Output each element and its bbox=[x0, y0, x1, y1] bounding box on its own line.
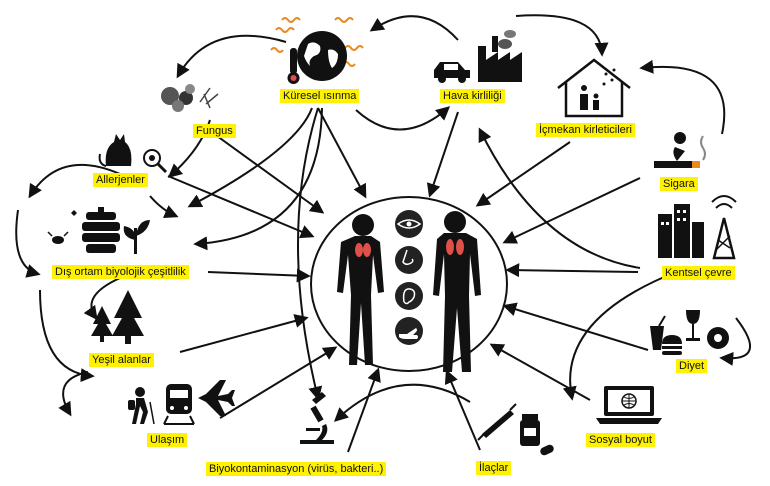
house-family-icon bbox=[557, 58, 631, 118]
label-biyokontaminasyon: Biyokontaminasyon (virüs, bakteri..) bbox=[206, 462, 387, 476]
label-diyet: Diyet bbox=[676, 359, 708, 373]
label-sigara: Sigara bbox=[660, 177, 698, 191]
trees-icon bbox=[91, 290, 144, 344]
pills-syringe-icon bbox=[477, 403, 554, 456]
food-icon bbox=[650, 310, 729, 355]
label-ulasim: Ulaşım bbox=[147, 433, 188, 447]
label-sosyal-boyut: Sosyal boyut bbox=[586, 433, 655, 447]
arrows-out bbox=[15, 14, 752, 422]
arrows-in bbox=[167, 107, 649, 453]
central-ellipse bbox=[310, 196, 508, 372]
label-icmekan-kirleticileri: İçmekan kirleticileri bbox=[536, 123, 635, 137]
label-yesil-alanlar: Yeşil alanlar bbox=[89, 353, 154, 367]
label-dis-ortam: Dış ortam biyolojik çeşitlilik bbox=[52, 265, 189, 279]
nose-icon bbox=[395, 246, 423, 274]
label-hava-kirliligi: Hava kirliliği bbox=[440, 89, 505, 103]
label-fungus: Fungus bbox=[193, 124, 236, 138]
microscope-icon bbox=[300, 392, 334, 444]
cigarette-icon bbox=[654, 132, 706, 168]
city-buildings-icon bbox=[658, 195, 737, 260]
label-kuresel-isinma: Küresel ısınma bbox=[280, 89, 360, 103]
eye-icon bbox=[395, 210, 423, 238]
human-silhouettes-icon bbox=[337, 211, 481, 372]
label-allerjenler: Allerjenler bbox=[93, 173, 148, 187]
label-kentsel-cevre: Kentsel çevre bbox=[662, 266, 735, 280]
factory-car-icon bbox=[434, 30, 522, 83]
beehive-plant-icon bbox=[47, 207, 150, 254]
label-ilaclar: İlaçlar bbox=[476, 461, 512, 475]
laptop-globe-icon bbox=[596, 386, 662, 424]
hiker-train-plane-icon bbox=[128, 380, 235, 425]
globe-thermometer-icon bbox=[270, 17, 364, 84]
hand-icon bbox=[395, 317, 423, 345]
lungs-icon bbox=[355, 239, 464, 257]
mold-spores-icon bbox=[161, 84, 219, 112]
ear-icon bbox=[395, 282, 423, 310]
cat-dustmite-icon bbox=[98, 134, 168, 174]
